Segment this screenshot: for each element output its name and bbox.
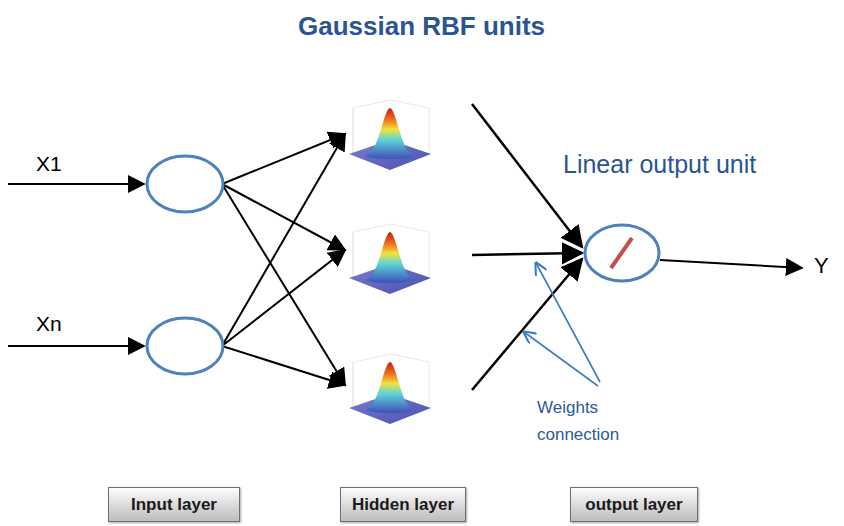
output-label: Y (814, 253, 829, 278)
diagram-title: Gaussian RBF units (298, 12, 545, 42)
weights-callout: Weights connection (537, 394, 647, 448)
layer-name: Hidden layer (352, 495, 454, 515)
layer-box: Input layer (108, 487, 240, 522)
layer-box: Hidden layer (340, 487, 466, 522)
layer-name: output layer (585, 495, 682, 515)
input-label: X1 (36, 152, 62, 176)
output-unit-label: Linear output unit (563, 150, 756, 179)
layer-name: Input layer (131, 495, 217, 515)
input-label: Xn (36, 312, 62, 336)
layer-box: output layer (570, 487, 698, 522)
